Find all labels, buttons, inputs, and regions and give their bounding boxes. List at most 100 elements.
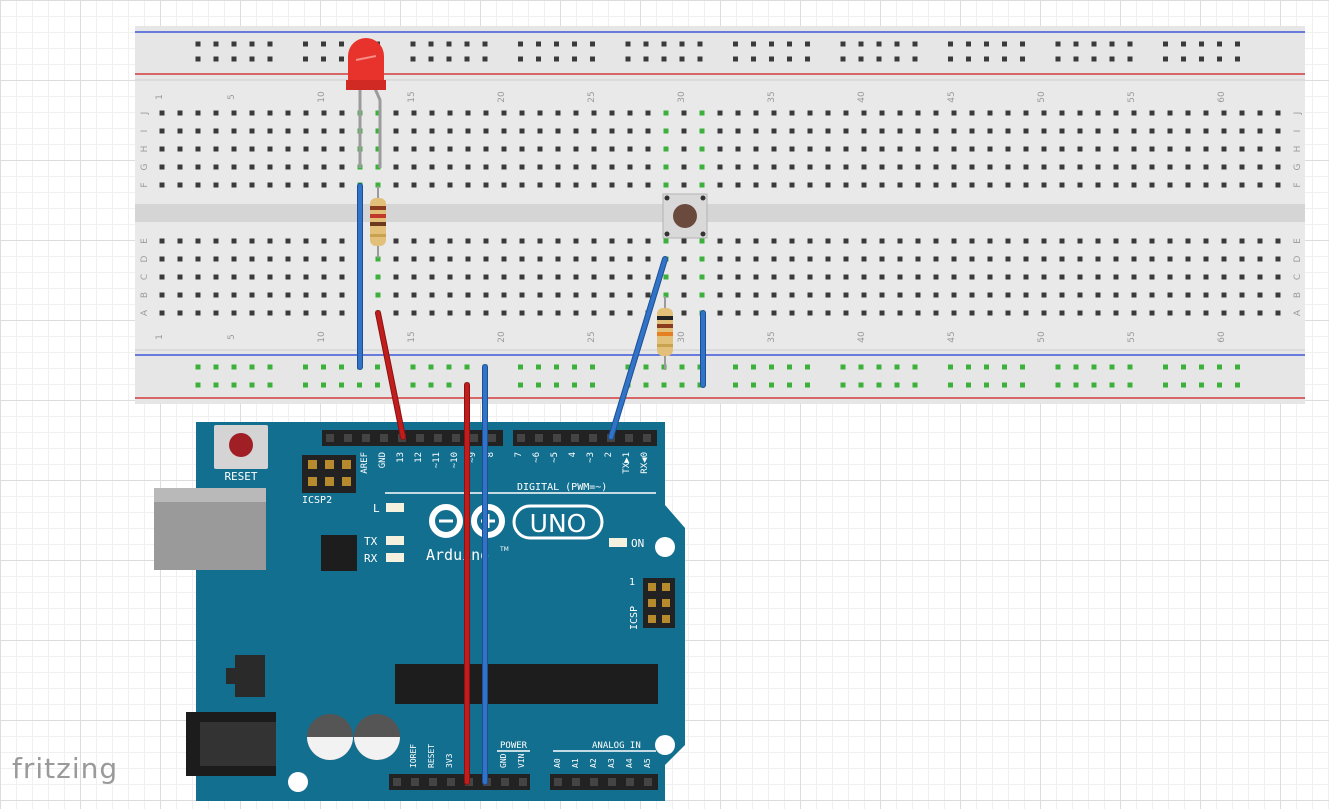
breadboard-hole — [915, 310, 921, 316]
breadboard-hole — [1239, 164, 1245, 170]
power-pin-label: 3V3 — [445, 753, 454, 768]
breadboard-hole — [789, 128, 795, 134]
push-button — [662, 193, 708, 239]
breadboard-hole — [1257, 292, 1263, 298]
tx-led — [386, 536, 404, 545]
breadboard-hole — [609, 238, 615, 244]
breadboard-hole — [573, 110, 579, 116]
breadboard-hole — [933, 292, 939, 298]
breadboard-hole — [825, 110, 831, 116]
breadboard-hole — [501, 110, 507, 116]
breadboard-hole — [195, 310, 201, 316]
row-letter: C — [140, 274, 150, 280]
push-button-screw-1 — [664, 195, 670, 201]
breadboard-hole — [861, 164, 867, 170]
reset-button-cap[interactable] — [229, 433, 253, 457]
icsp2-pin — [308, 460, 317, 469]
breadboard-hole — [897, 146, 903, 152]
breadboard-hole — [609, 146, 615, 152]
breadboard-hole — [897, 310, 903, 316]
breadboard-hole — [177, 182, 183, 188]
breadboard-hole — [483, 182, 489, 188]
header-socket — [447, 778, 455, 786]
rail-hole — [321, 382, 326, 388]
push-button-screw-2 — [700, 195, 706, 201]
row-letter: A — [1293, 309, 1303, 316]
usb-chip — [321, 535, 357, 571]
breadboard-hole — [1257, 182, 1263, 188]
rail-hole — [966, 56, 971, 62]
header-socket — [434, 434, 442, 442]
breadboard-hole — [987, 274, 993, 280]
breadboard-hole — [843, 164, 849, 170]
breadboard-hole — [807, 128, 813, 134]
breadboard-hole — [321, 146, 327, 152]
breadboard-hole — [303, 128, 309, 134]
breadboard-hole — [591, 310, 597, 316]
breadboard-hole — [807, 164, 813, 170]
column-number-bottom: 20 — [497, 331, 507, 343]
breadboard-hole — [1041, 182, 1047, 188]
row-letter: B — [1293, 292, 1303, 298]
header-socket — [393, 778, 401, 786]
breadboard-hole — [1023, 164, 1029, 170]
breadboard-hole — [1221, 164, 1227, 170]
breadboard-hole — [735, 292, 741, 298]
breadboard-hole — [555, 146, 561, 152]
breadboard-hole — [879, 146, 885, 152]
atmega-chip — [395, 664, 658, 704]
breadboard-hole — [321, 310, 327, 316]
breadboard-hole — [789, 274, 795, 280]
push-button-cap[interactable] — [673, 204, 697, 228]
breadboard-hole — [1005, 164, 1011, 170]
breadboard-hole — [735, 256, 741, 262]
breadboard-hole — [789, 182, 795, 188]
rail-hole — [679, 41, 685, 47]
rail-hole — [303, 41, 308, 47]
breadboard-hole — [303, 310, 309, 316]
breadboard-hole — [1167, 256, 1173, 262]
breadboard-hole — [465, 256, 471, 262]
row-letter: D — [140, 255, 150, 262]
breadboard-hole — [1005, 292, 1011, 298]
rail-hole — [303, 56, 308, 62]
breadboard-hole — [339, 128, 345, 134]
breadboard-hole — [1095, 310, 1101, 316]
analog-pin-label: A5 — [643, 758, 652, 768]
breadboard-hole — [447, 256, 453, 262]
breadboard-hole — [249, 274, 255, 280]
breadboard-hole — [483, 292, 489, 298]
breadboard-hole — [447, 292, 453, 298]
analog-label: ANALOG IN — [592, 741, 641, 751]
breadboard-hole — [447, 182, 453, 188]
breadboard-hole — [267, 182, 273, 188]
breadboard-hole — [465, 164, 471, 170]
breadboard-hole — [1149, 274, 1155, 280]
breadboard-hole — [1257, 274, 1263, 280]
column-number-top: 15 — [407, 91, 417, 102]
breadboard-hole — [285, 310, 291, 316]
header-socket — [643, 434, 651, 442]
breadboard-hole — [735, 182, 741, 188]
breadboard-hole — [249, 256, 255, 262]
rail-hole — [249, 56, 255, 62]
rail-hole — [590, 382, 595, 388]
rail-hole — [1109, 364, 1115, 370]
breadboard-hole — [1041, 110, 1047, 116]
breadboard-hole — [1023, 274, 1029, 280]
rail-hole — [1020, 56, 1025, 62]
rail-hole — [410, 41, 416, 47]
breadboard-hole — [771, 164, 777, 170]
breadboard-hole — [465, 110, 471, 116]
breadboard-hole — [483, 110, 489, 116]
breadboard-hole — [267, 146, 273, 152]
breadboard-hole — [537, 310, 543, 316]
breadboard-hole — [825, 128, 831, 134]
breadboard-hole — [843, 256, 849, 262]
breadboard-hole — [177, 292, 183, 298]
header-socket — [626, 778, 634, 786]
breadboard-hole — [933, 146, 939, 152]
breadboard-hole — [321, 164, 327, 170]
rail-hole — [231, 382, 237, 388]
